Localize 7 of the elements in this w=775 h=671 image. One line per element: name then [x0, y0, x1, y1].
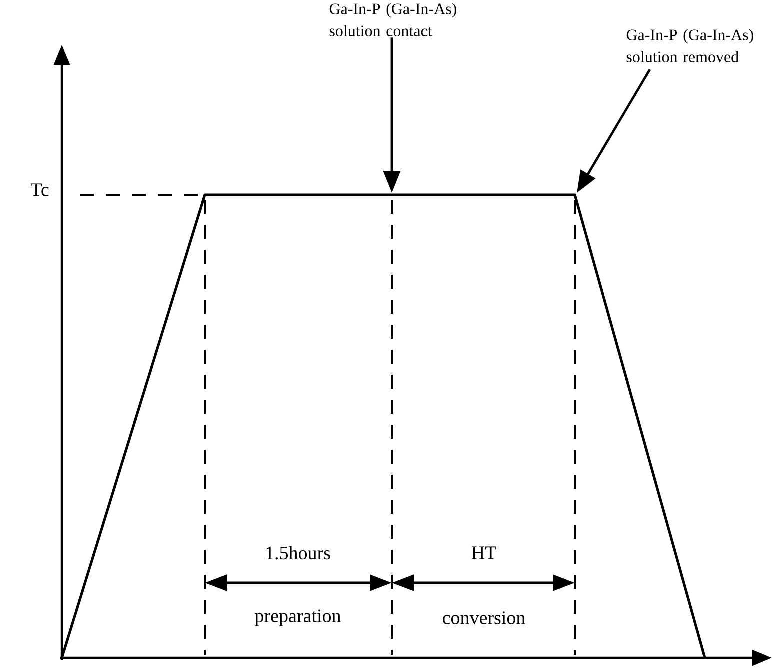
- annotation-text: Ga-In-P (Ga-In-As) solution removed: [626, 29, 754, 62]
- text-label: Tc: [31, 184, 49, 196]
- annotation-text: Ga-In-P (Ga-In-As) solution contact: [330, 3, 456, 36]
- text-label: 1.5hours: [266, 546, 330, 560]
- text-label: HT: [472, 546, 496, 560]
- text-label: preparation: [255, 610, 341, 626]
- text-label: conversion: [443, 612, 526, 624]
